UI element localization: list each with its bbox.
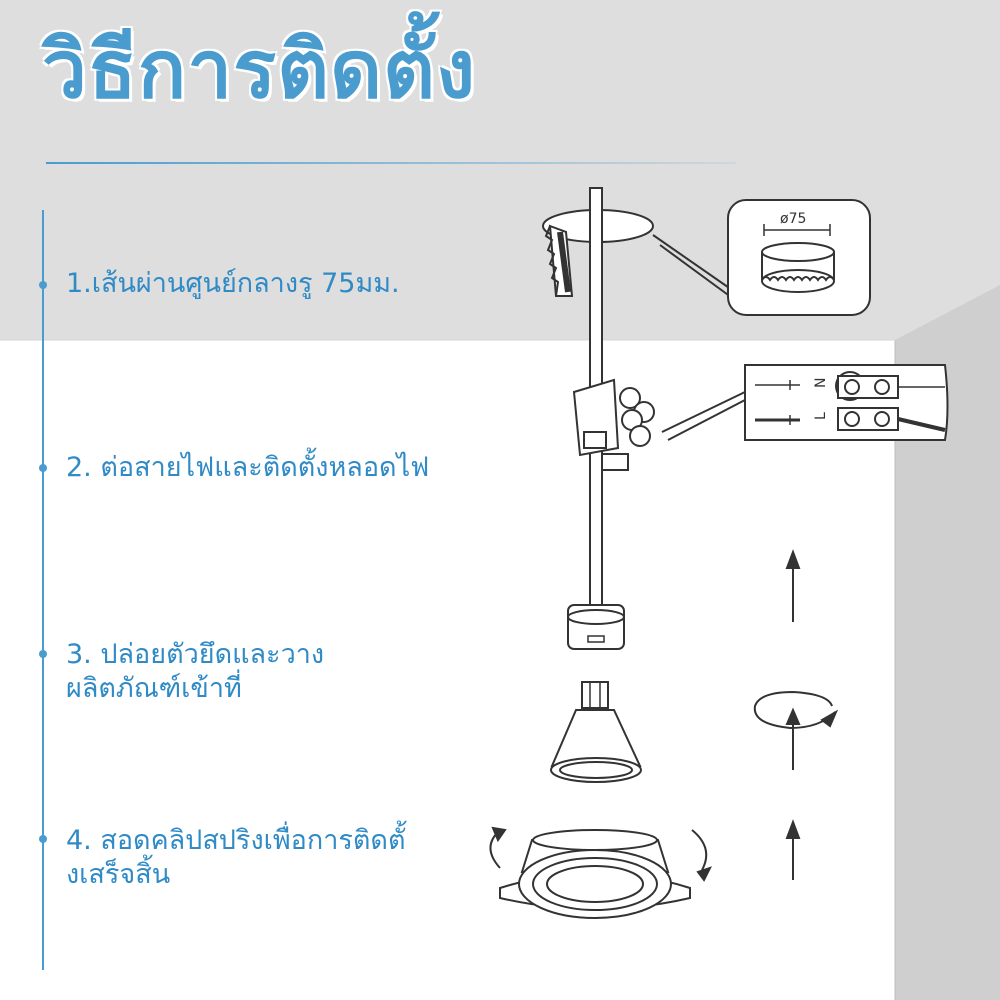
live-label: L <box>813 412 829 420</box>
timeline-dot-2 <box>39 464 47 472</box>
step-4-line-2: งเสร็จสิ้น <box>66 858 171 890</box>
step-1: 1.เส้นผ่านศูนย์กลางรู 75มม. <box>66 267 400 301</box>
step-1-line-1: 1.เส้นผ่านศูนย์กลางรู 75มม. <box>66 268 400 299</box>
timeline-line <box>42 210 44 970</box>
diameter-label: ø75 <box>780 211 806 227</box>
diameter-callout <box>652 199 871 316</box>
step-3-line-2: ผลิตภัณฑ์เข้าที่ <box>66 672 242 704</box>
rotate-arrow-icon <box>753 690 839 770</box>
up-arrow-icon <box>785 549 801 622</box>
step-2-line-1: 2. ต่อสายไฟและติดตั้งหลอดไฟ <box>66 452 430 483</box>
lamp-socket <box>567 604 625 650</box>
step-4: 4. สอดคลิปสปริงเพื่อการติดตั้ งเสร็จสิ้น <box>66 824 405 892</box>
hole-saw-icon <box>544 224 574 297</box>
gu10-bulb <box>550 681 642 783</box>
page-title: วิธีการติดตั้ง <box>42 23 476 116</box>
step-2: 2. ต่อสายไฟและติดตั้งหลอดไฟ <box>66 451 429 485</box>
step-4-line-1: 4. สอดคลิปสปริงเพื่อการติดตั้ <box>66 825 406 856</box>
spring-clip-arrows <box>489 826 712 882</box>
neutral-label: N <box>813 378 829 388</box>
timeline-dot-4 <box>39 835 47 843</box>
up-arrow-icon <box>785 819 801 880</box>
terminal-connector <box>572 378 655 471</box>
wiring-callout <box>661 364 949 441</box>
title-divider <box>46 162 736 164</box>
downlight-frame <box>499 829 691 919</box>
timeline-dot-3 <box>39 650 47 658</box>
timeline-dot-1 <box>39 281 47 289</box>
step-3-line-1: 3. ปล่อยตัวยึดและวาง <box>66 639 325 670</box>
step-3: 3. ปล่อยตัวยึดและวาง ผลิตภัณฑ์เข้าที่ <box>66 638 324 706</box>
right-wall <box>895 285 1000 1000</box>
